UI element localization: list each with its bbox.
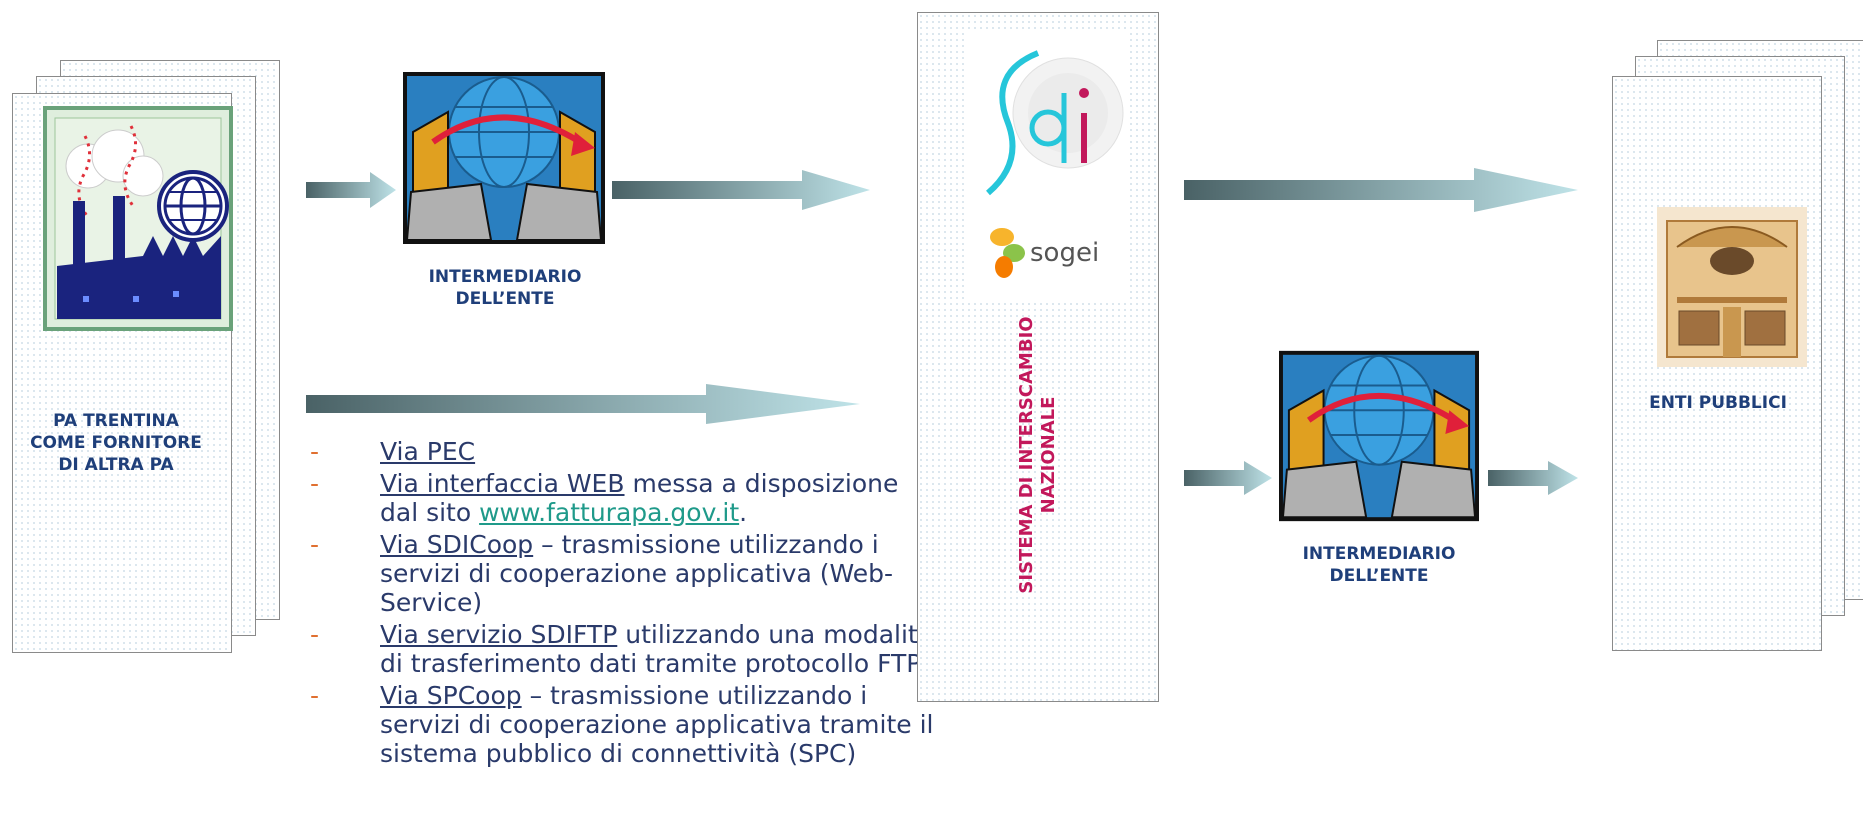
- sdi-logo-icon: [986, 50, 1124, 196]
- channel-text-spcoop: – trasmissione utilizzando i servizi di …: [380, 681, 934, 768]
- public-entities-card: ENTI PUBBLICI: [1612, 76, 1822, 651]
- channel-list: - Via PEC - Via interfaccia WEB messa a …: [300, 437, 940, 771]
- sogei-logo-icon: [990, 228, 1025, 278]
- intermediary-top-label: INTERMEDIARIO DELL’ENTE: [395, 266, 615, 310]
- channel-item-web: - Via interfaccia WEB messa a disposizio…: [300, 469, 940, 527]
- supplier-label-line1: PA TRENTINA: [53, 411, 179, 431]
- channel-link-sdicoop[interactable]: Via SDICoop: [380, 530, 534, 559]
- sdi-column: sogei SISTEMA DI INTERSCAMBIO NAZIONALE: [917, 12, 1159, 702]
- channel-item-pec: - Via PEC: [300, 437, 940, 466]
- list-bullet: -: [310, 530, 320, 559]
- list-bullet: -: [310, 681, 320, 710]
- supplier-label-line3: DI ALTRA PA: [58, 455, 174, 475]
- intermediary-bottom-computers-icon: [1279, 350, 1479, 522]
- arrow-sdi-to-public-entities: [1184, 168, 1578, 212]
- intermediary-bottom-line2: DELL’ENTE: [1329, 566, 1429, 586]
- intermediary-top-computers-icon: [403, 72, 605, 244]
- arrow-intermediary-to-sdi: [612, 170, 870, 210]
- supplier-label-line2: COME FORNITORE: [30, 433, 202, 453]
- factory-globe-icon: [43, 106, 233, 331]
- public-building-icon: [1657, 207, 1807, 367]
- intermediary-bottom-label: INTERMEDIARIO DELL’ENTE: [1269, 543, 1489, 587]
- channel-text-sdiftp: utilizzando una modalità di trasferiment…: [380, 620, 934, 678]
- supplier-card: PA TRENTINA COME FORNITORE DI ALTRA PA: [12, 93, 233, 653]
- channel-link-web[interactable]: Via interfaccia WEB: [380, 469, 625, 498]
- sdi-vertical-line1: SISTEMA DI INTERSCAMBIO: [1016, 316, 1037, 594]
- public-entities-label: ENTI PUBBLICI: [1649, 393, 1787, 413]
- list-bullet: -: [310, 620, 320, 649]
- supplier-label: PA TRENTINA COME FORNITORE DI ALTRA PA: [1, 410, 231, 476]
- channel-item-sdiftp: - Via servizio SDIFTP utilizzando una mo…: [300, 620, 940, 678]
- channel-text-web: messa a disposizione dal sito: [380, 469, 899, 527]
- sdi-vertical-line2: NAZIONALE: [1038, 396, 1059, 514]
- channel-item-spcoop: - Via SPCoop – trasmissione utilizzando …: [300, 681, 940, 768]
- intermediary-top-line2: DELL’ENTE: [455, 289, 555, 309]
- channel-link-spcoop[interactable]: Via SPCoop: [380, 681, 522, 710]
- channel-text-sdicoop: – trasmissione utilizzando i servizi di …: [380, 530, 894, 617]
- sdi-logo-area: sogei: [968, 33, 1128, 303]
- channel-text-web-tail: .: [739, 498, 748, 527]
- channel-link-sdiftp[interactable]: Via servizio SDIFTP: [380, 620, 618, 649]
- arrow-intermediary-to-public-entities: [1488, 461, 1578, 495]
- sogei-wordmark: sogei: [1030, 238, 1100, 268]
- intermediary-bottom-line1: INTERMEDIARIO: [1302, 544, 1456, 564]
- arrow-supplier-to-intermediary: [306, 172, 396, 208]
- list-bullet: -: [310, 437, 320, 466]
- intermediary-top-line1: INTERMEDIARIO: [428, 267, 582, 287]
- list-bullet: -: [310, 469, 320, 498]
- channel-link-pec[interactable]: Via PEC: [380, 437, 476, 466]
- sdi-vertical-label: SISTEMA DI INTERSCAMBIO NAZIONALE: [1016, 220, 1060, 690]
- arrow-direct-channels-to-sdi: [306, 384, 860, 424]
- arrow-sdi-to-intermediary: [1184, 461, 1272, 495]
- channel-item-sdicoop: - Via SDICoop – trasmissione utilizzando…: [300, 530, 940, 617]
- fatturapa-url-link[interactable]: www.fatturapa.gov.it: [479, 498, 740, 527]
